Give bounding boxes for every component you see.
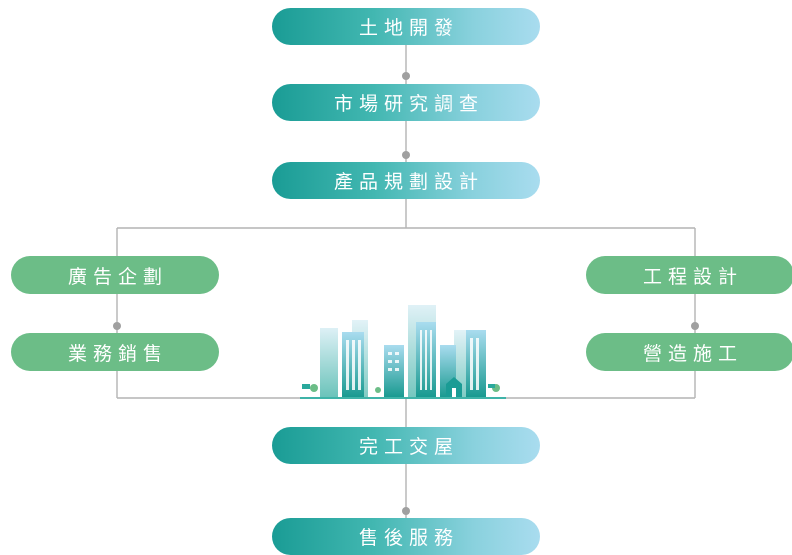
step-label: 售後服務 [358,527,459,549]
connector-dot [691,322,699,330]
city-skyline-icon [300,305,506,399]
connector-dot [113,322,121,330]
step-engineering-design: 工程設計 [586,256,792,294]
step-label: 營造施工 [642,342,743,365]
step-construction: 營造施工 [586,333,792,371]
step-sales: 業務銷售 [11,333,219,371]
connector-dot [402,151,410,159]
step-land-development: 土地開發 [272,8,540,45]
step-advertising-planning: 廣告企劃 [11,256,219,294]
step-product-planning: 產品規劃設計 [272,162,540,199]
connector-dot [402,507,410,515]
step-handover: 完工交屋 [272,427,540,464]
step-label: 工程設計 [642,265,743,288]
step-label: 完工交屋 [358,436,459,458]
step-after-sales-service: 售後服務 [272,518,540,555]
step-label: 市場研究調查 [333,93,484,115]
step-label: 業務銷售 [67,342,168,365]
step-market-research: 市場研究調查 [272,84,540,121]
step-label: 產品規劃設計 [333,171,484,193]
step-label: 廣告企劃 [67,265,168,288]
step-label: 土地開發 [358,17,459,39]
connector-dot [402,72,410,80]
